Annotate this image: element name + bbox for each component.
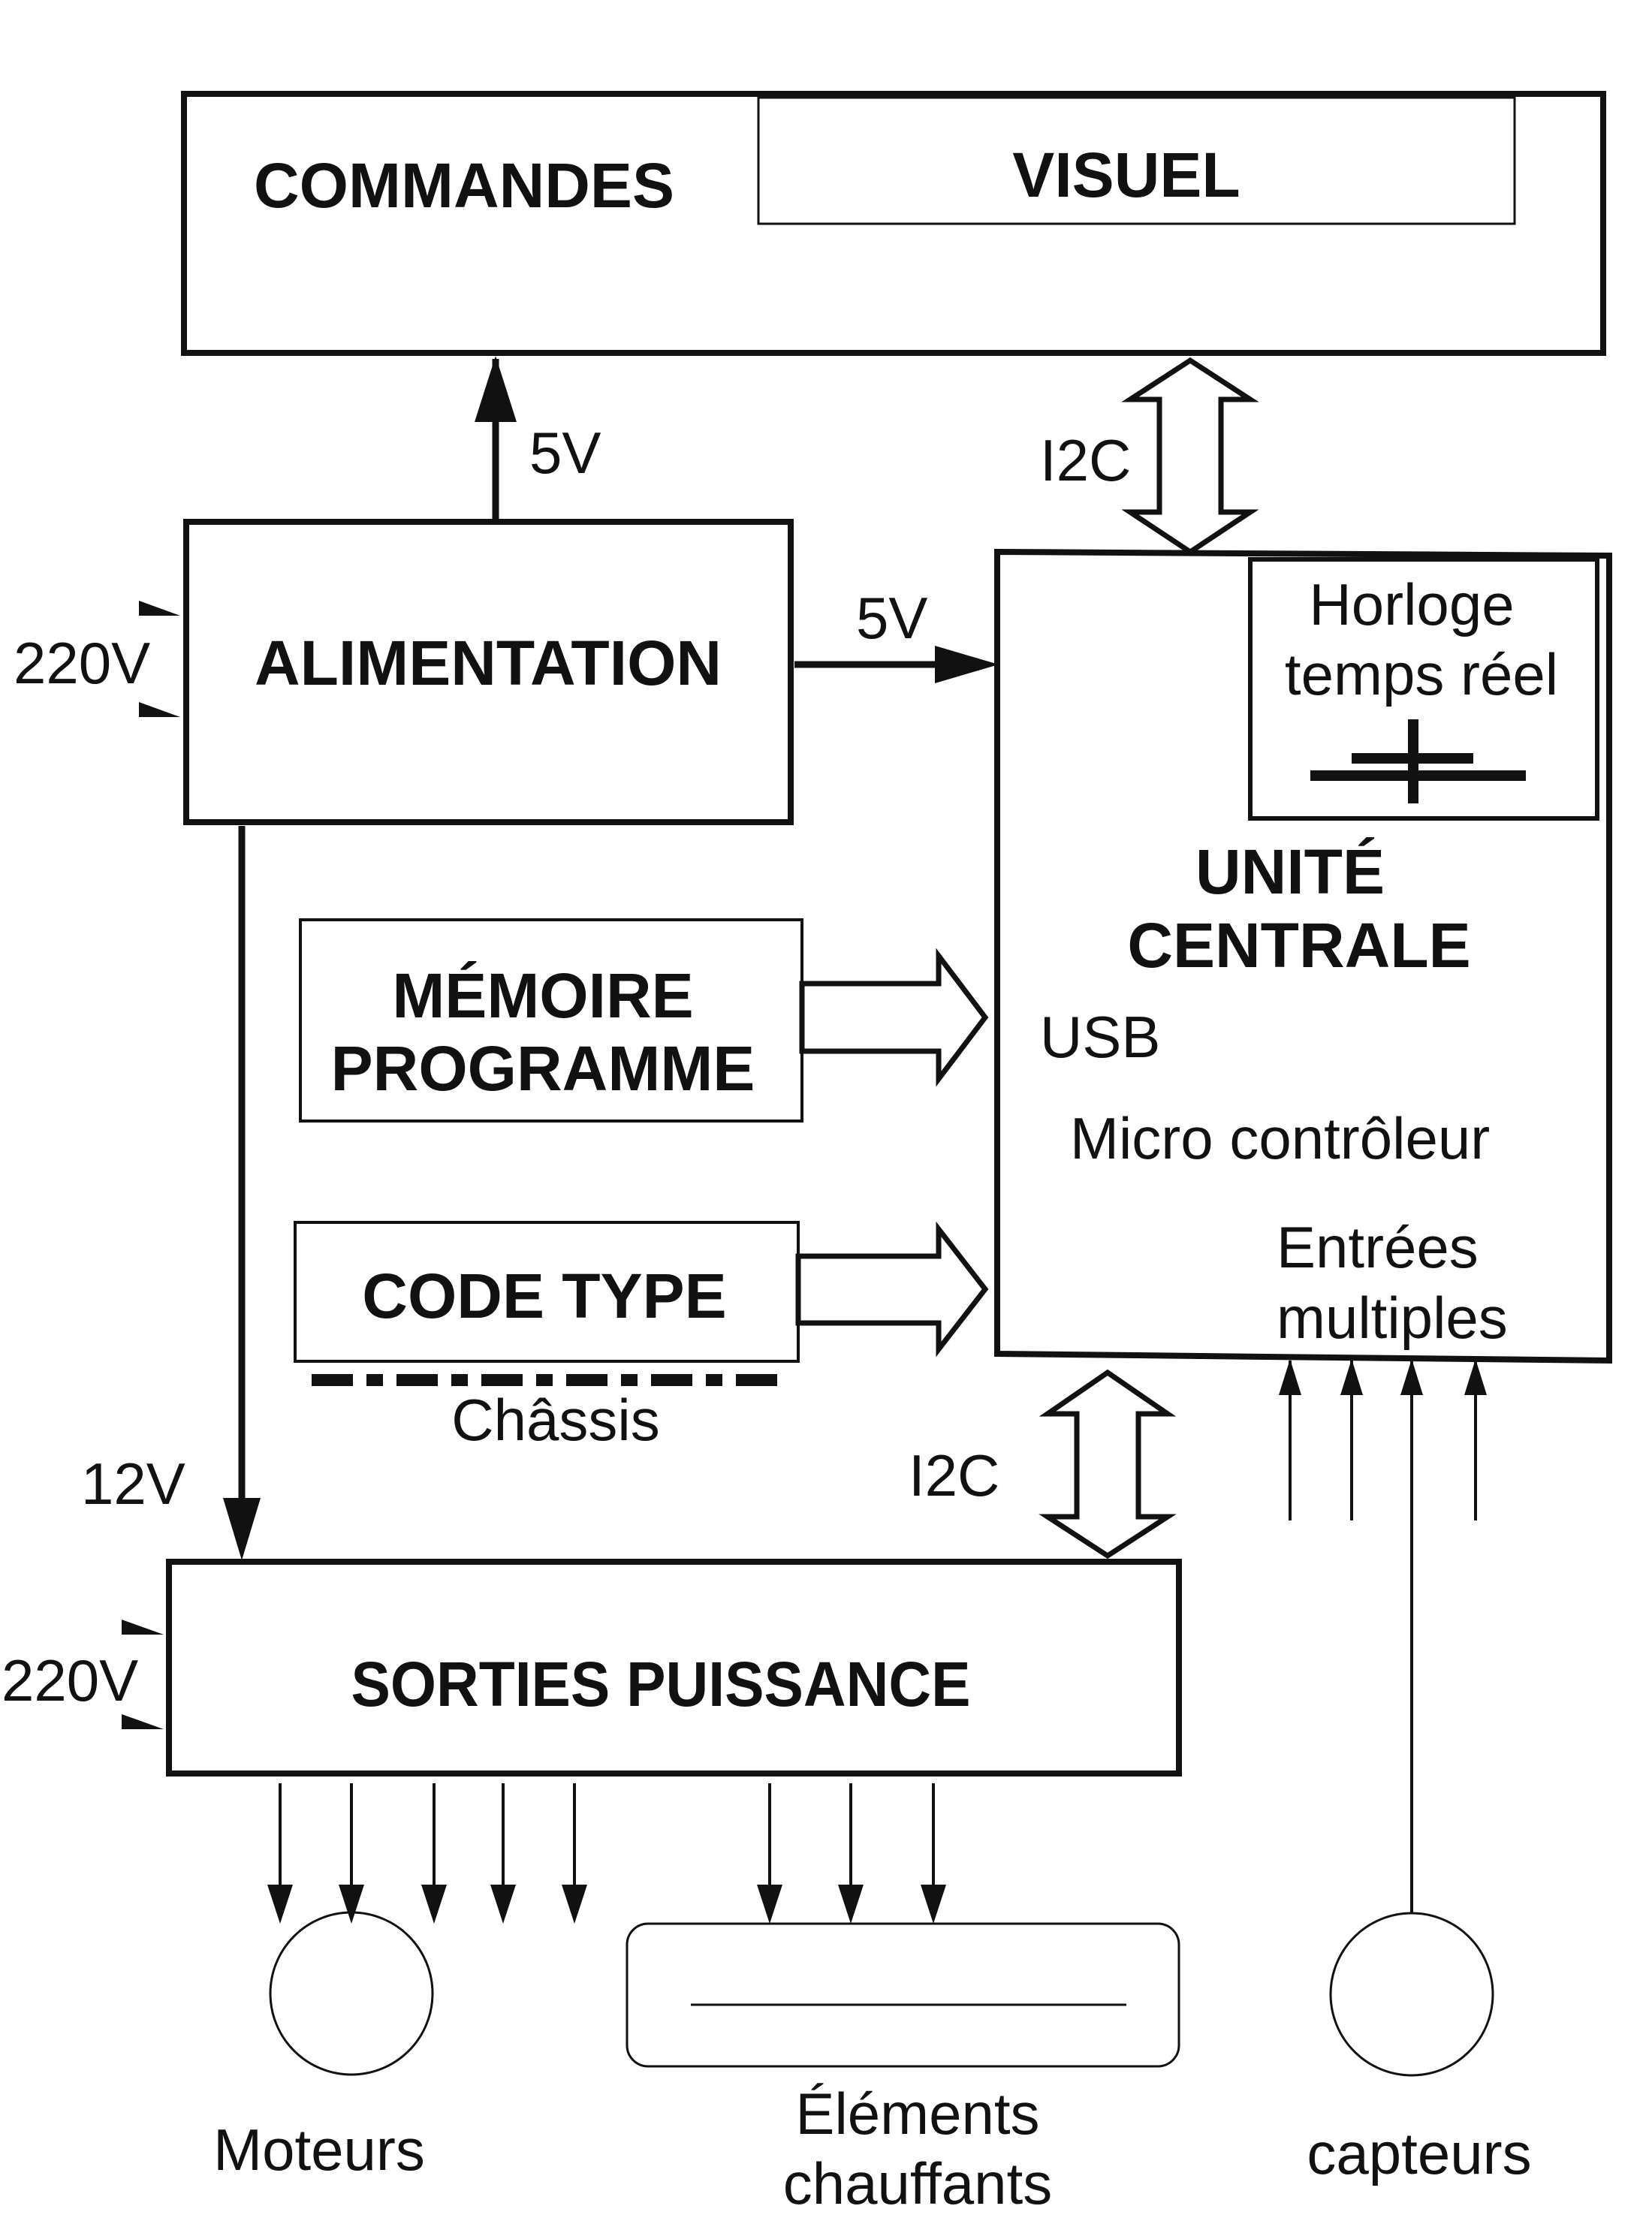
- moteurs-label: Moteurs: [213, 2117, 425, 2183]
- sensor-input-arrowhead-1: [1279, 1359, 1301, 1395]
- sensor-input-arrowhead-2: [1340, 1359, 1363, 1395]
- elements-label-line2: chauffants: [783, 2150, 1053, 2216]
- input-220v-top-arrow-1: [139, 601, 180, 616]
- label-220v-bottom: 220V: [2, 1647, 138, 1713]
- horloge-box: [1248, 557, 1599, 821]
- visuel-label: VISUEL: [1012, 140, 1240, 210]
- motor-output-arrows: [267, 1783, 587, 1924]
- memoire-label-line1: MÉMOIRE: [392, 960, 693, 1031]
- sensor-input-arrowhead-4: [1464, 1359, 1487, 1395]
- commandes-box: [181, 91, 1606, 356]
- usb-label: USB: [1040, 1004, 1160, 1070]
- capteurs-label: capteurs: [1307, 2120, 1531, 2186]
- unite-centrale-box: [994, 548, 1612, 1364]
- sensor-symbol: [1329, 1912, 1494, 2077]
- unite-label-line2: CENTRALE: [1127, 910, 1470, 981]
- label-12v: 12V: [81, 1451, 185, 1517]
- battery-icon: [1310, 719, 1526, 803]
- elements-label-line1: Éléments: [795, 2081, 1039, 2147]
- alimentation-label: ALIMENTATION: [255, 628, 722, 698]
- sensor-input-arrows: [1279, 1359, 1487, 1913]
- i2c-bottom-double-arrow: [1039, 1369, 1177, 1560]
- heater-output-arrowhead-3: [921, 1885, 946, 1924]
- i2c-top-double-arrow: [1121, 357, 1259, 556]
- motor-output-arrowhead-1: [267, 1885, 293, 1924]
- motor-output-arrowhead-2: [339, 1885, 364, 1924]
- input-220v-top-arrow-2: [139, 702, 180, 717]
- sorties-box: [166, 1559, 1182, 1777]
- code-type-label: CODE TYPE: [362, 1261, 726, 1331]
- alimentation-box: [183, 519, 794, 825]
- heater-output-arrowhead-2: [838, 1885, 864, 1924]
- heater-output-arrowhead-1: [757, 1885, 782, 1924]
- memoire-bus-arrow: [799, 948, 989, 1087]
- heater-output-arrows: [757, 1783, 946, 1924]
- chassis-label: Châssis: [451, 1387, 659, 1453]
- entrees-label-line1: Entrées: [1277, 1214, 1479, 1280]
- motor-output-arrowhead-5: [562, 1885, 587, 1924]
- label-i2c-bottom: I2C: [909, 1442, 999, 1508]
- label-5v-top: 5V: [529, 420, 601, 486]
- motor-output-arrowhead-3: [421, 1885, 447, 1924]
- power-12v-arrowhead: [223, 1498, 261, 1560]
- input-220v-bottom-arrow-2: [122, 1714, 164, 1729]
- heating-element-symbol: [626, 1922, 1180, 2068]
- unite-label-line1: UNITÉ: [1195, 836, 1385, 907]
- motor-symbol: [269, 1911, 434, 2076]
- label-5v-right: 5V: [856, 585, 927, 651]
- horloge-label-line1: Horloge: [1309, 571, 1514, 637]
- commandes-label: COMMANDES: [254, 150, 674, 221]
- label-220v-top: 220V: [14, 630, 150, 696]
- visuel-box: [757, 96, 1516, 225]
- motor-output-arrowhead-4: [490, 1885, 516, 1924]
- horloge-label-line2: temps réel: [1285, 641, 1558, 707]
- microcontroleur-label: Micro contrôleur: [1070, 1105, 1490, 1171]
- sensor-input-arrowhead-3: [1400, 1359, 1423, 1395]
- code-type-bus-arrow: [795, 1221, 989, 1358]
- entrees-label-line2: multiples: [1277, 1285, 1508, 1351]
- label-i2c-top: I2C: [1040, 427, 1131, 493]
- input-220v-bottom-arrow-1: [122, 1620, 164, 1635]
- power-5v-up-arrowhead: [475, 356, 517, 422]
- sorties-label: SORTIES PUISSANCE: [351, 1649, 971, 1719]
- power-5v-right-arrowhead: [935, 646, 999, 683]
- memoire-label-line2: PROGRAMME: [331, 1033, 755, 1104]
